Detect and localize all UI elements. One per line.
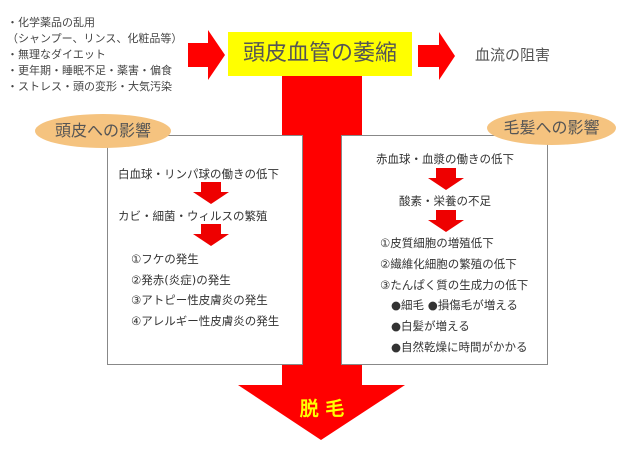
scalp-label: 頭皮への影響 <box>35 114 171 148</box>
hair-step: 赤血球・血漿の働きの低下 <box>376 152 514 166</box>
cause-item: ・化学薬品の乱用 <box>7 16 95 29</box>
scalp-item: ③アトピー性皮膚炎の発生 <box>131 293 268 307</box>
hair-label: 毛髪への影響 <box>487 111 616 145</box>
hair-item: ③たんぱく質の生成力の低下 <box>380 278 529 292</box>
cause-item: ・更年期・睡眠不足・薬害・偏食 <box>7 64 172 77</box>
scalp-step: カビ・細菌・ウィルスの繁殖 <box>118 209 268 223</box>
cause-item: ・無理なダイエット <box>7 48 106 61</box>
result-text: 血流の阻害 <box>475 46 551 64</box>
hair-item: ①皮質細胞の増殖低下 <box>380 236 494 250</box>
causes-list: ・化学薬品の乱用 （シャンプー、リンス、化粧品等） ・無理なダイエット ・更年期… <box>7 15 182 95</box>
down-arrow-icon <box>193 224 229 246</box>
scalp-box: 白血球・リンパ球の働きの低下 カビ・細菌・ウィルスの繁殖 ①フケの発生 ②発赤(… <box>107 135 303 365</box>
hair-effect: ●白髪が増える <box>391 319 470 333</box>
scalp-step: 白血球・リンパ球の働きの低下 <box>118 167 279 181</box>
scalp-item: ②発赤(炎症)の発生 <box>131 273 231 287</box>
down-arrow-icon <box>428 168 464 190</box>
hair-box: 赤血球・血漿の働きの低下 酸素・栄養の不足 ①皮質細胞の増殖低下 ②繊維化細胞の… <box>341 135 548 365</box>
scalp-item: ④アレルギー性皮膚炎の発生 <box>131 314 280 328</box>
scalp-item: ①フケの発生 <box>131 252 199 266</box>
cause-item: ・ストレス・頭の変形・大気汚染 <box>7 80 172 93</box>
hair-item: ②繊維化細胞の繁殖の低下 <box>380 257 517 271</box>
hair-effect: ●細毛 ●損傷毛が増える <box>391 298 518 312</box>
down-arrow-icon <box>428 210 464 232</box>
hair-step: 酸素・栄養の不足 <box>399 194 491 208</box>
arrow-right-to-result <box>418 32 455 80</box>
main-title: 頭皮血管の萎縮 <box>228 32 412 76</box>
hair-loss-label: 脱 毛 <box>299 398 345 420</box>
down-arrow-icon <box>193 182 229 204</box>
hair-effect: ●自然乾燥に時間がかかる <box>391 340 528 354</box>
arrow-right-to-title <box>188 30 225 80</box>
cause-item: （シャンプー、リンス、化粧品等） <box>7 32 183 45</box>
main-down-arrow <box>238 76 405 440</box>
